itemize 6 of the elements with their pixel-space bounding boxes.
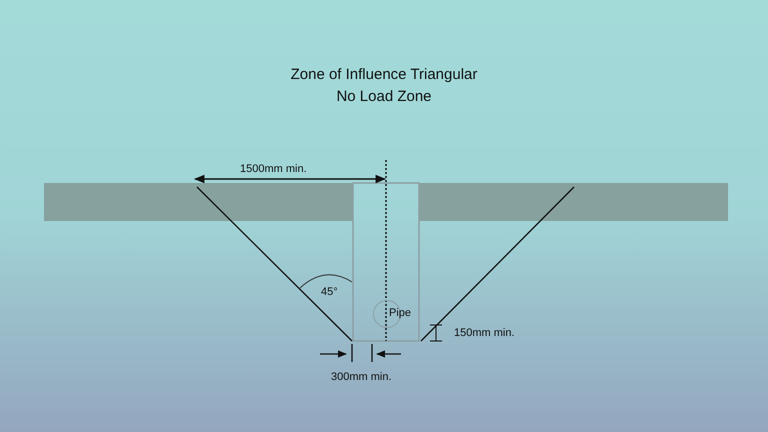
pipe-label: Pipe bbox=[389, 307, 412, 319]
diagram-title: Zone of Influence Triangular No Load Zone bbox=[290, 65, 478, 107]
angle-label: 45° bbox=[321, 286, 338, 298]
dimension-label: 300mm min. bbox=[331, 371, 392, 383]
dimension-label: 150mm min. bbox=[454, 327, 515, 339]
dimension-label: 1500mm min. bbox=[240, 163, 307, 175]
